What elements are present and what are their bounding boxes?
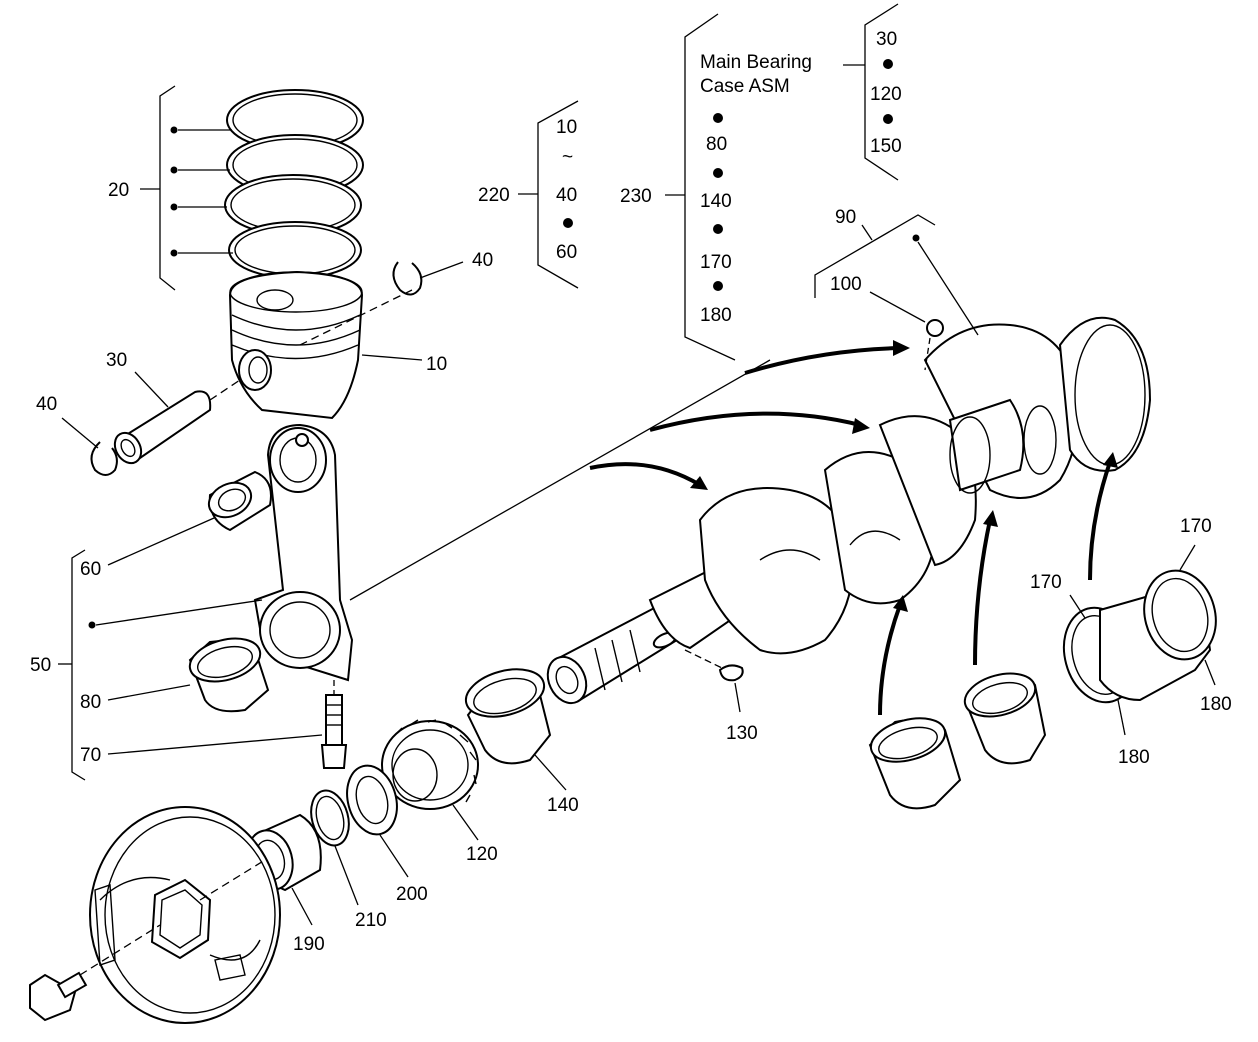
assembly-arrows <box>589 340 1118 716</box>
group220-tilde: ~ <box>562 147 573 168</box>
group230-item-80: 80 <box>706 134 727 155</box>
label-70: 70 <box>80 745 101 766</box>
label-60: 60 <box>80 559 101 580</box>
group230-item-170: 170 <box>700 252 732 273</box>
label-20: 20 <box>108 180 129 201</box>
label-230: 230 <box>620 186 652 207</box>
label-30: 30 <box>106 350 127 371</box>
connecting-rod <box>253 423 354 682</box>
bracket-230 <box>665 13 736 361</box>
bracket-50 <box>58 549 263 781</box>
label-170-right: 170 <box>1180 516 1212 537</box>
label-40-left: 40 <box>36 394 57 415</box>
main-bearing-item-150: 150 <box>870 136 902 157</box>
piston-pin <box>113 390 212 465</box>
label-180-right: 180 <box>1200 694 1232 715</box>
crankshaft <box>546 316 1152 705</box>
main-bearing-item-30: 30 <box>876 29 897 50</box>
crank-pulley <box>89 806 281 1024</box>
crank-gear <box>381 719 479 810</box>
pulley-bolt <box>29 971 88 1022</box>
group230-item-180: 180 <box>700 305 732 326</box>
label-130: 130 <box>726 723 758 744</box>
label-50: 50 <box>30 655 51 676</box>
label-220: 220 <box>478 185 510 206</box>
group230-title-line2: Case ASM <box>700 76 790 97</box>
label-210: 210 <box>355 910 387 931</box>
main-bearing-item-120: 120 <box>870 84 902 105</box>
piston <box>228 270 364 420</box>
bracket-90 <box>814 214 979 336</box>
label-140: 140 <box>547 795 579 816</box>
group220-item-10: 10 <box>556 117 577 138</box>
main-bearing-lower-1 <box>868 717 962 810</box>
label-120: 120 <box>466 844 498 865</box>
label-90: 90 <box>835 207 856 228</box>
snap-ring-right <box>392 261 423 296</box>
group230-title-line1: Main Bearing <box>700 52 812 73</box>
thrust-bearing-assembly <box>1062 569 1217 704</box>
label-10: 10 <box>426 354 447 375</box>
big-end-bearing <box>188 637 270 713</box>
label-200: 200 <box>396 884 428 905</box>
bracket-20 <box>140 85 233 291</box>
piston-rings <box>224 89 364 279</box>
thrust-washer <box>346 764 398 836</box>
rod-bolt <box>320 694 348 769</box>
plug <box>926 319 944 337</box>
main-bearing-140 <box>464 668 552 765</box>
snap-ring-left <box>90 441 118 476</box>
label-190: 190 <box>293 934 325 955</box>
o-ring <box>310 789 350 847</box>
main-bearing-lower-2 <box>963 672 1047 765</box>
group220-item-60: 60 <box>556 242 577 263</box>
group220-item-40: 40 <box>556 185 577 206</box>
key <box>718 664 744 682</box>
label-170-left: 170 <box>1030 572 1062 593</box>
group230-item-140: 140 <box>700 191 732 212</box>
bracket-main-bearing <box>843 3 899 181</box>
small-end-bushing <box>207 470 272 532</box>
bracket-220 <box>518 100 579 289</box>
label-180-lower: 180 <box>1118 747 1150 768</box>
label-40-right: 40 <box>472 250 493 271</box>
label-80: 80 <box>80 692 101 713</box>
label-100: 100 <box>830 274 862 295</box>
